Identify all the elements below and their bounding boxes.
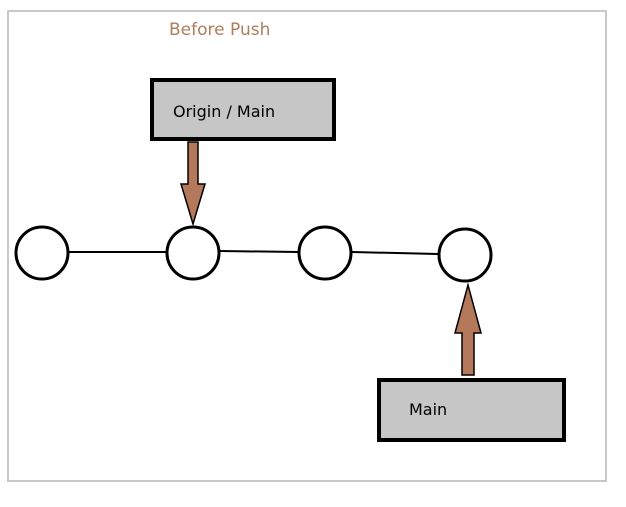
main-pointer-box: Main [377, 378, 566, 442]
commit-link-2-3 [219, 250, 299, 253]
main-arrow [454, 282, 482, 376]
main-label: Main [409, 400, 448, 419]
commit-link-3-4 [351, 251, 439, 255]
origin-main-label: Origin / Main [173, 102, 276, 121]
diagram-frame [7, 10, 607, 482]
origin-main-pointer-box: Origin / Main [150, 78, 336, 141]
diagram-title: Before Push [169, 20, 271, 40]
commit-node-1 [14, 225, 70, 281]
commit-node-4 [437, 227, 493, 283]
commit-node-2 [165, 225, 221, 281]
commit-node-3 [297, 225, 353, 281]
origin-main-arrow [179, 141, 207, 227]
